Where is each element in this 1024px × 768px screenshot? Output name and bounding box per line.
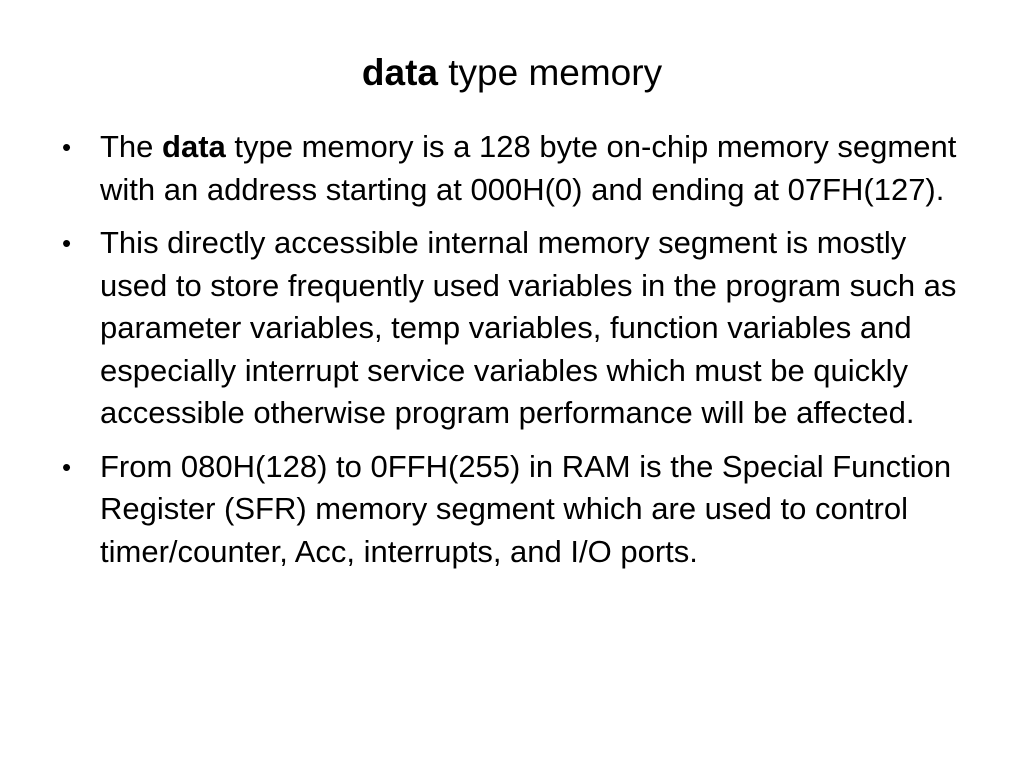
- bullet-2-text: This directly accessible internal memory…: [100, 225, 957, 430]
- slide-title-rest: type memory: [437, 52, 663, 93]
- bullet-1-bold: data: [162, 129, 226, 164]
- bullet-dot-icon: •: [62, 132, 72, 162]
- bullet-list: • The data type memory is a 128 byte on-c…: [60, 126, 970, 584]
- bullet-item-2: • This directly accessible internal memor…: [60, 222, 970, 435]
- bullet-1-lead: The: [100, 129, 163, 164]
- bullet-item-1: • The data type memory is a 128 byte on-c…: [60, 126, 970, 211]
- bullet-3-text: From 080H(128) to 0FFH(255) in RAM is th…: [100, 448, 952, 569]
- bullet-item-3: • From 080H(128) to 0FFH(255) in RAM is t…: [60, 446, 970, 574]
- slide-title-bold: data: [361, 52, 438, 93]
- bullet-dot-icon: •: [62, 451, 72, 482]
- slide-title: data type memory: [0, 50, 1024, 96]
- bullet-dot-icon: •: [62, 228, 72, 258]
- bullet-1-text: type memory is a 128 byte on-chip memory…: [100, 129, 957, 207]
